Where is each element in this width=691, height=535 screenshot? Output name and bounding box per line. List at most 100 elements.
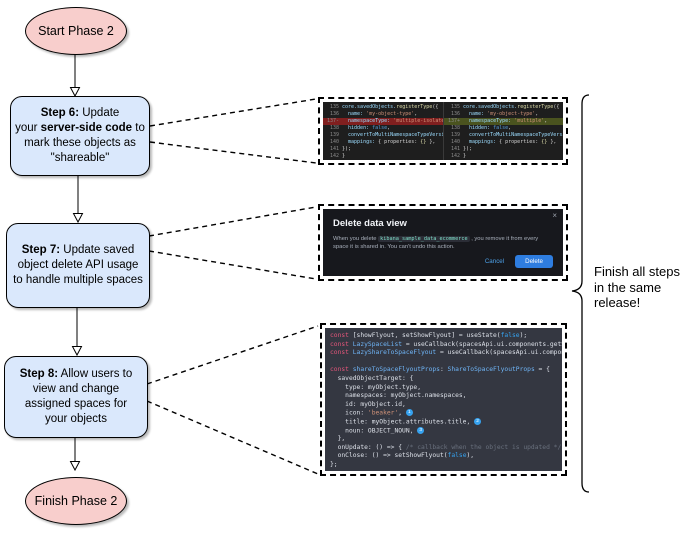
line-number: 141 — [450, 146, 460, 152]
step7-text: Update saved — [60, 244, 135, 256]
dashed-link-step7-bottom — [148, 250, 317, 280]
code-token: shareToSpaceFlyoutProps — [352, 366, 440, 374]
annotation-finish-all-steps: Finish all steps in the same release! — [594, 264, 680, 311]
line-number: 139 — [450, 132, 460, 138]
code-token: , — [398, 409, 406, 417]
code-line: const LazyShareToSpaceFlyout = useCallba… — [330, 349, 562, 358]
code-token: } — [463, 153, 467, 159]
step8-text: Allow users to — [58, 368, 133, 380]
code-token: title: myObject.attributes.title, — [330, 418, 475, 426]
code-text: const shareToSpaceFlyoutProps: ShareToSp… — [330, 366, 550, 375]
code-token: registerType — [396, 104, 433, 110]
step8-line3: assigned spaces for — [24, 398, 128, 410]
code-token: namespaceType: — [342, 118, 394, 124]
code-token: mappings: — [342, 139, 379, 145]
code-text: namespaces: myObject.namespaces, — [330, 392, 466, 401]
code-line: 139 convertToMultiNamespaceTypeVersion: … — [323, 132, 443, 139]
code-line: 138 hidden: false, — [444, 125, 563, 132]
delete-button[interactable]: Delete — [515, 255, 553, 268]
code-token: false — [447, 452, 467, 460]
code-token: LazySpaceList — [352, 340, 403, 348]
code-token: core.savedObjects. — [463, 104, 518, 110]
step8-line4: your objects — [44, 413, 107, 425]
code-token: , — [414, 111, 418, 117]
code-token: : — [439, 366, 448, 374]
code-token: ShareToSpaceFlyoutProps — [447, 366, 535, 374]
code-text: noun: OBJECT_NOUN, 3 — [330, 426, 425, 436]
code-line: 137+ namespaceType: 'multiple', — [444, 118, 563, 125]
code-token: const — [330, 332, 353, 339]
line-number: 141 — [329, 146, 339, 152]
code-token: registerType — [517, 104, 554, 110]
curly-brace — [571, 94, 590, 493]
code-token: }, — [547, 139, 557, 145]
code-token: namespaces: myObject.namespaces, — [330, 392, 467, 400]
step6-bold-phrase: server-side code — [40, 122, 133, 134]
code-line: 142} — [444, 153, 563, 160]
code-line: 142} — [323, 153, 443, 160]
code-token: }, — [561, 444, 562, 451]
code-token: ), — [466, 452, 475, 460]
code-token: }; — [330, 460, 338, 468]
code-token: const — [330, 366, 353, 374]
flow-node-step7: Step 7: Update saved object delete API u… — [6, 223, 150, 308]
cancel-button[interactable]: Cancel — [484, 258, 505, 265]
step-number-badge: 3 — [417, 426, 425, 434]
code-text: name: 'my-object-type', — [342, 111, 417, 118]
step8-line1: Step 8: Allow users to — [20, 367, 133, 382]
code-token: false — [372, 125, 388, 131]
code-line: 139 convertToMultiNamespaceTypeVersion: … — [444, 132, 563, 139]
step6-text: your — [15, 122, 41, 134]
code-token: {} — [541, 139, 548, 145]
code-token: 'multiple' — [514, 118, 545, 124]
flow-node-step6: Step 6: Update your server-side code to … — [10, 96, 150, 176]
step6-line3: mark these objects as — [24, 137, 136, 149]
screenshot-step7-delete-modal: × Delete data view When you delete kiban… — [318, 204, 568, 281]
code-line — [330, 358, 562, 367]
finish-label: Finish Phase 2 — [34, 494, 118, 508]
code-token: }, — [330, 435, 346, 443]
step6-line2: your server-side code to — [15, 121, 145, 136]
code-token: ({ — [553, 104, 560, 110]
step7-line2: object delete API usage — [17, 259, 139, 271]
dashed-link-step8-top — [146, 325, 319, 385]
line-number: 137+ — [447, 118, 460, 124]
code-text: const LazySpaceList = useCallback(spaces… — [330, 341, 562, 350]
code-text: convertToMultiNamespaceTypeVersion: ' — [463, 132, 563, 139]
code-line: noun: OBJECT_NOUN, 3 — [330, 426, 562, 436]
modal-body: When you delete kibana_sample_data_ecomm… — [333, 235, 548, 251]
code-text: } — [342, 153, 345, 160]
code-text: mappings: { properties: {} }, — [463, 139, 556, 146]
code-token: onUpdate: () => { — [330, 443, 406, 451]
dashed-link-step8-bottom — [146, 400, 319, 475]
code-text: icon: 'beaker', 1 — [330, 409, 413, 418]
line-number: 136 — [450, 111, 460, 117]
start-label: Start Phase 2 — [38, 24, 114, 38]
code-text: core.savedObjects.registerType({ — [463, 104, 559, 111]
arrowhead-step6-to-step7 — [72, 213, 84, 224]
screenshot-step8-code: const [showFlyout, setShowFlyout] = useS… — [320, 323, 567, 476]
code-token: { properties: — [378, 139, 421, 145]
dashed-link-step6-bottom — [149, 141, 317, 164]
code-line: savedObjectTarget: { — [330, 375, 562, 384]
modal-footer: Cancel Delete — [485, 255, 553, 268]
annotation-line: in the same — [594, 279, 662, 295]
modal-body-text: , you remove it from every space it is s… — [333, 236, 539, 250]
code-text: core.savedObjects.registerType({ — [342, 104, 438, 111]
code-token: } — [342, 153, 346, 159]
close-icon[interactable]: × — [552, 211, 557, 220]
step-number-badge: 2 — [474, 417, 482, 425]
code-line: id: myObject.id, — [330, 401, 562, 410]
code-token: 'my-object-type' — [487, 111, 536, 117]
code-token: { properties: — [499, 139, 542, 145]
code-text: convertToMultiNamespaceTypeVersion: ' — [342, 132, 443, 139]
code-token: convertToMultiNamespaceTypeVersion: — [348, 132, 443, 138]
code-text: namespaceType: 'multiple-isolated', — [342, 118, 443, 125]
line-number: 135 — [329, 104, 339, 110]
